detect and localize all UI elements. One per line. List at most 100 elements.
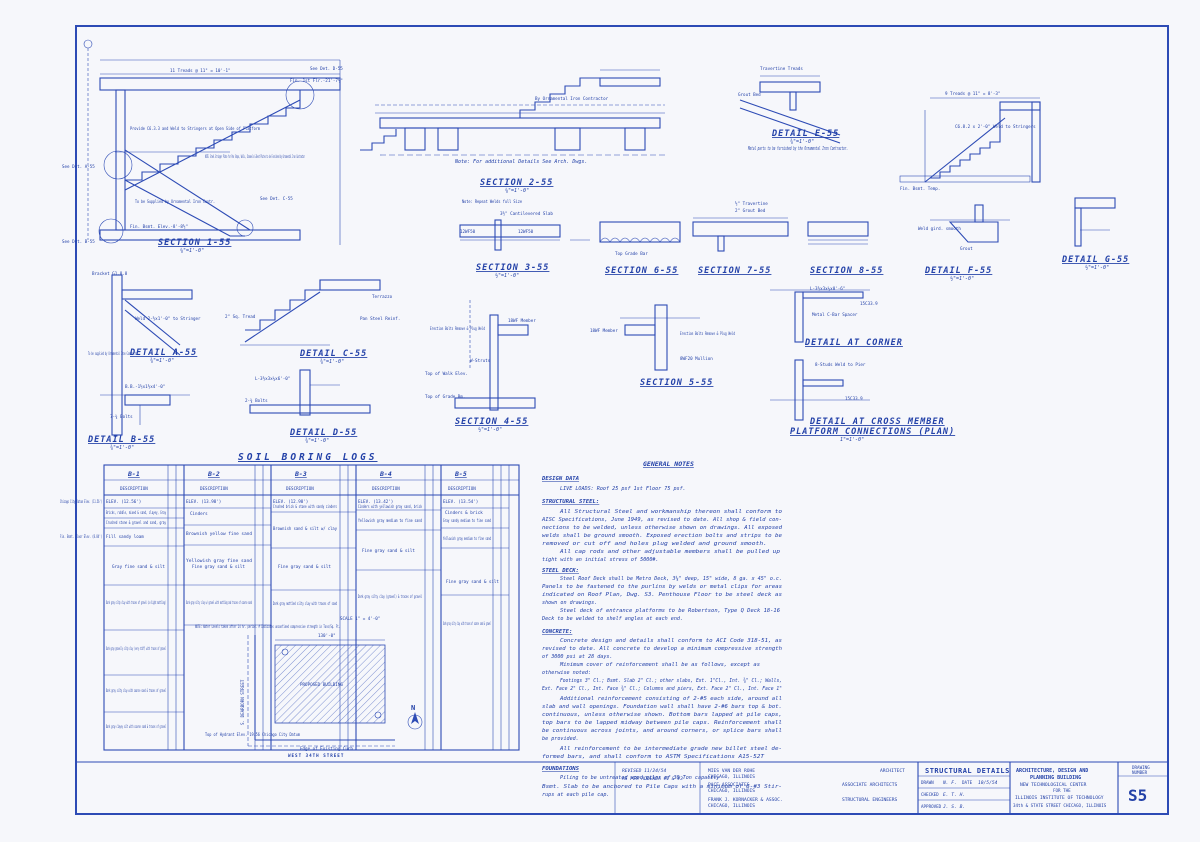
section-4-note-strut: W-Struts xyxy=(470,358,491,363)
section-1-drawing xyxy=(83,39,341,245)
firm-architect-city: CHICAGO, ILLINOIS xyxy=(708,774,755,780)
detail-a-drawing xyxy=(100,274,193,436)
boring-5-layer-3: Yellowish gray medium to fine sand xyxy=(443,536,491,541)
notes-design-1: LIVE LOADS: Roof 25 psf 1st Floor 75 psf… xyxy=(560,486,686,492)
project-line-1: ARCHITECTURE, DESIGN AND xyxy=(1016,768,1088,774)
section-4-title: SECTION 4-55 xyxy=(455,417,528,427)
boring-3-name: B-3 xyxy=(294,470,307,478)
notes-h-deck: STEEL DECK: xyxy=(542,568,579,574)
boring-1-elev: ELEV. (12.56') xyxy=(106,499,141,504)
role-associate: ASSOCIATE ARCHITECTS xyxy=(842,782,898,788)
detail-f-title: DETAIL F-55 xyxy=(924,266,992,276)
firm-engineer: FRANK J. KORNACKER & ASSOC. xyxy=(708,797,783,803)
section-4-drawing xyxy=(454,300,536,411)
detail-b-note-plate: B.B.-1½x1½x4'-0" xyxy=(125,384,165,389)
platform-drawing xyxy=(770,289,870,421)
notes-deck-5: Steel deck of entrance platforms to be R… xyxy=(560,608,780,614)
boring-3-layer-3: Fine gray sand & silt xyxy=(278,564,331,569)
detail-e-note-travertine: Travertine Treads xyxy=(760,66,803,71)
project-line-3: NEW TECHNOLOGICAL CENTER xyxy=(1020,782,1087,788)
approved-by: J. S. B. xyxy=(942,804,965,810)
section-2-note-arch: Note: For additional Details See Arch. D… xyxy=(454,159,587,165)
boring-1-subhead: DESCRIPTION xyxy=(120,486,148,491)
section-5-title: SECTION 5-55 xyxy=(640,378,713,388)
notes-h-design: DESIGN DATA xyxy=(541,476,579,482)
section-8-title: SECTION 8-55 xyxy=(810,266,883,276)
boring-5-subhead: DESCRIPTION xyxy=(448,486,476,491)
section-1-scale: ¼"=1'-0" xyxy=(180,248,204,254)
boring-3-layer-2: Brownish sand & silt w/ clay xyxy=(273,526,337,531)
section-4-note-erect: Erection Bolts Remove & Plug Weld xyxy=(430,326,485,331)
detail-b-title: DETAIL B-55 xyxy=(87,435,155,445)
boring-1-layer-6: Dark gray gravelly silty clay (very stif… xyxy=(106,646,166,651)
detail-a-note-bracket: Bracket G1.8.8 xyxy=(92,271,128,276)
checked-label: CHECKED xyxy=(921,792,939,797)
north-arrow-icon: N xyxy=(407,704,423,730)
detail-b-note-bolts: 7-¾ Bolts xyxy=(110,414,133,420)
firm-architect: MIES VAN DER ROHE xyxy=(708,768,755,774)
site-plan-street-w: S. DEARBORN STREET xyxy=(240,679,245,725)
notes-deck-3: indicated on Roof Plan, Dwg. S3. Penthou… xyxy=(542,592,782,598)
project-line-6: 34th & STATE STREET CHICAGO, ILLINOIS xyxy=(1013,803,1107,808)
section-1-ref-b: See Det. B-55 xyxy=(62,239,95,244)
notes-conc-10: continuous, unless otherwise shown. Bott… xyxy=(542,712,782,718)
date-label: DATE xyxy=(962,780,973,785)
drawing-date: 10/5/54 xyxy=(978,780,998,786)
boring-3-elev: ELEV. (12.98') xyxy=(273,499,308,504)
notes-conc-14: All reinforcement to be intermediate gra… xyxy=(559,746,782,752)
boring-2-name: B-2 xyxy=(207,470,220,478)
notes-steel-3: nections to be welded, unless otherwise … xyxy=(542,525,783,531)
notes-steel-5: removed or cut off and holes plug welded… xyxy=(542,541,767,547)
drawn-by: N. F. xyxy=(942,780,957,786)
detail-e-scale: ¾"=1'-0" xyxy=(790,139,814,145)
detail-d-drawing xyxy=(249,369,371,416)
firm-associate: PACE ASSOCIATES xyxy=(708,782,750,788)
role-engineer: STRUCTURAL ENGINEERS xyxy=(842,797,898,803)
boring-1-name: B-1 xyxy=(127,470,140,478)
corner-note-channel: 15C33.9 xyxy=(860,301,878,306)
boring-5-layer-4: Fine gray sand & silt xyxy=(446,579,499,584)
section-1-ref-a: See Det. A-55 xyxy=(62,164,95,169)
section-2-drawing xyxy=(360,69,665,156)
soil-note: NOTE: Water Levels taken after 24 hr. pe… xyxy=(195,624,340,629)
section-1-note-supply: To be Supplied by Ornamental Iron Contr. xyxy=(135,199,215,204)
boring-5-name: B-5 xyxy=(454,470,467,478)
detail-a-note-supply: To be supplied by Ornamental Iron Contra… xyxy=(88,351,138,356)
detail-a-scale: ¾"=1'-0" xyxy=(150,358,174,364)
boring-1-layer-8: Dark gray clayey silt with coarse sand &… xyxy=(106,724,166,729)
detail-g-drawing xyxy=(1074,197,1116,247)
boring-2-layer-4: Fine gray sand & silt xyxy=(192,564,245,569)
project-line-5: ILLINOIS INSTITUTE OF TECHNOLOGY xyxy=(1015,795,1104,801)
corner-note-spacer: Metal C-Bar Spacer xyxy=(812,312,858,317)
notes-conc-1: Concrete design and details shall confor… xyxy=(560,638,782,644)
detail-d-scale: ¾"=1'-0" xyxy=(305,438,329,444)
detail-d-note-angle: L-3½x3x¼x6'-0" xyxy=(255,376,290,382)
detail-c-title: DETAIL C-55 xyxy=(299,349,367,359)
section-1-title: SECTION 1-55 xyxy=(158,238,231,248)
section-6-title: SECTION 6-55 xyxy=(605,266,678,276)
soil-logs-title: SOIL BORING LOGS xyxy=(238,452,378,463)
section-1-fin-1st: Fin. 1st Flr.-21'-7½" xyxy=(290,78,343,83)
notes-conc-3: of 3000 psi at 28 days. xyxy=(542,654,613,660)
soil-logs-layer-lines xyxy=(104,507,509,713)
site-plan-hydrant: Top of Hydrant Elev. 19.56 Chicago City … xyxy=(205,732,300,737)
detail-c-drawing xyxy=(240,279,381,346)
firm-engineer-city: CHICAGO, ILLINOIS xyxy=(708,803,755,809)
svg-text:N: N xyxy=(411,704,415,712)
drawing-number-label-2: NUMBER xyxy=(1132,770,1148,775)
boring-4-name: B-4 xyxy=(379,470,392,478)
section-4-note-walk: Top of Walk Elev. xyxy=(425,371,468,376)
general-notes: GENERAL NOTES DESIGN DATA LIVE LOADS: Ro… xyxy=(541,460,783,798)
section-3-note-repeat: Note: Repeat Welds full Size xyxy=(462,199,522,204)
notes-found-1: Piling to be untreated wood piles of 30 … xyxy=(560,775,720,781)
detail-g-title: DETAIL G-55 xyxy=(1061,255,1129,265)
section-4-scale: ½"=1'-0" xyxy=(478,426,502,433)
soil-label-datum: Chicago City Datum Elev. (11.56') xyxy=(60,499,102,504)
right-stair-drawing xyxy=(899,97,1041,183)
section-1-ref-c: See Det. C-55 xyxy=(260,196,293,201)
section-6-note: Top Grade Bar xyxy=(615,251,648,256)
section-3-cant: 3½" Cantilevered Slab xyxy=(500,211,553,216)
boring-3-layer-4: Dark gray mottled silty clay with traces… xyxy=(273,601,337,606)
detail-a-note-weld: Weld 2-½x1'-0" to Stringer xyxy=(135,316,201,321)
